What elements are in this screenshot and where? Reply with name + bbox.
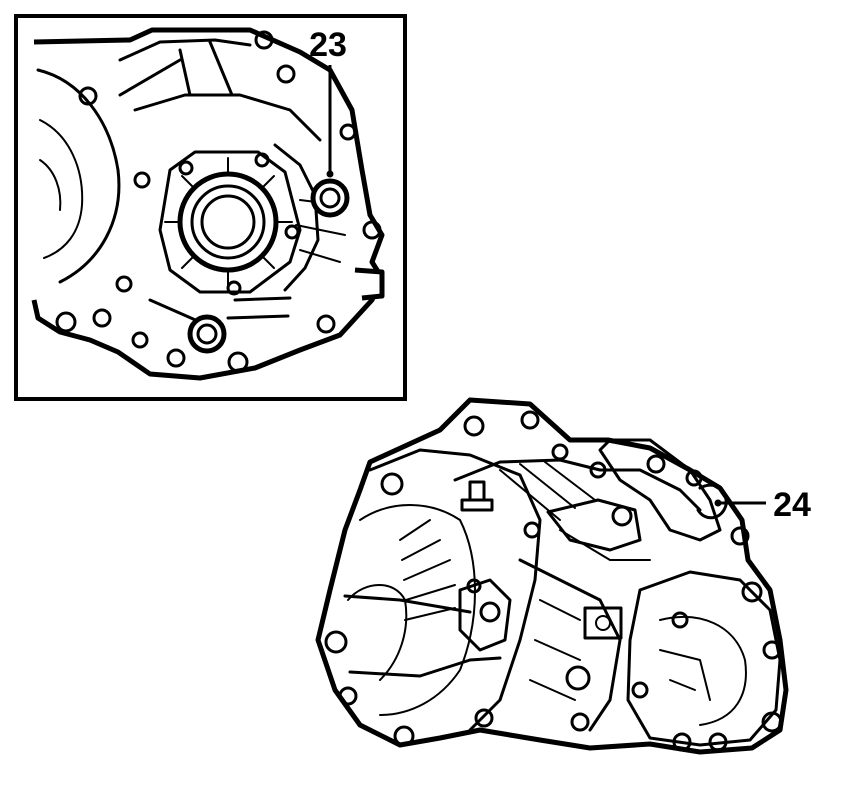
bolt-hole: [133, 171, 151, 189]
main-boss-upper: [546, 498, 642, 552]
bolt-hole: [671, 611, 689, 629]
bolt-hole: [474, 708, 494, 728]
bolt-hole: [730, 526, 750, 546]
plug-23-outer: [310, 178, 350, 218]
bolt-hole: [570, 712, 590, 732]
bolt-hole: [708, 732, 728, 752]
bolt-hole: [324, 630, 348, 654]
bolt-hole: [92, 308, 112, 328]
inset-bell-edge: [36, 68, 121, 284]
bolt-hole: [523, 521, 541, 539]
bolt-hole: [115, 275, 133, 293]
bolt-hole: [362, 220, 382, 240]
bolt-hole: [254, 30, 274, 50]
main-shift-pivot: [479, 601, 501, 623]
bolt-hole: [276, 64, 296, 84]
bolt-hole: [166, 348, 186, 368]
plug-23-inner: [319, 187, 341, 209]
main-shift-rail-2: [348, 656, 502, 678]
bolt-hole: [338, 686, 358, 706]
bolt-hole: [762, 640, 782, 660]
bolt-hole: [131, 331, 149, 349]
inset-bearing-star: [158, 150, 302, 294]
bolt-hole: [631, 681, 649, 699]
main-bolt-holes: [324, 410, 783, 752]
main-top-tower: [598, 438, 722, 542]
bolt-hole: [78, 86, 98, 106]
bolt-hole: [741, 581, 763, 603]
inset-lower-plug-inner: [196, 323, 218, 345]
main-lower-boss: [565, 665, 591, 691]
bolt-hole: [226, 280, 242, 296]
main-end-cover-inner: [659, 615, 747, 726]
bolt-hole: [380, 472, 404, 496]
bolt-hole: [646, 454, 666, 474]
transmission-main-view: 24: [315, 397, 811, 755]
bolt-hole: [551, 443, 569, 461]
bolt-hole: [178, 160, 194, 176]
inset-detail-panel: 23: [14, 14, 407, 401]
main-shift-rail-1: [343, 594, 472, 614]
main-mid-pad-hole: [595, 615, 611, 631]
bolt-hole: [672, 732, 692, 752]
bolt-hole: [761, 711, 783, 733]
inset-rib-1: [118, 38, 252, 62]
bolt-hole: [284, 224, 300, 240]
bolt-hole: [227, 351, 249, 373]
bolt-hole: [316, 314, 336, 334]
callout-23-dot: [326, 170, 334, 178]
inset-bell-inner2: [39, 159, 62, 211]
inset-bell-inner: [39, 119, 84, 259]
main-bell-rim: [368, 448, 542, 732]
main-case-top-edge: [453, 458, 702, 512]
bolt-hole: [589, 461, 607, 479]
main-case-lower-ribs: [529, 599, 581, 701]
inset-tab: [354, 267, 385, 301]
inset-bearing-bore: [200, 194, 256, 250]
bolt-hole: [254, 152, 270, 168]
inset-bearing-spokes: [164, 157, 293, 289]
main-end-cover-ribs: [659, 649, 711, 701]
callout-23-label: 23: [309, 26, 347, 64]
main-breather-fitting: [696, 483, 728, 520]
bolt-hole: [339, 123, 357, 141]
callout-24-dot: [714, 499, 722, 507]
inset-lower-plug-outer: [187, 314, 227, 354]
inset-bolt-holes: [55, 30, 382, 373]
inset-rib-5: [148, 296, 292, 324]
bolt-hole: [685, 469, 703, 487]
main-case-ribs: [499, 461, 651, 561]
main-shift-bracket: [458, 578, 512, 652]
bolt-hole: [466, 578, 482, 594]
main-bell-ribs: [399, 519, 456, 621]
callout-24-label: 24: [773, 486, 811, 524]
bolt-hole: [520, 410, 540, 430]
inset-rib-4: [273, 143, 320, 292]
bolt-hole: [55, 311, 77, 333]
main-sensor-stud: [460, 480, 494, 512]
bolt-hole: [393, 725, 415, 747]
inset-rib-3: [118, 40, 234, 97]
inset-bearing-ring: [190, 184, 266, 260]
main-boss-upper-hole: [611, 505, 633, 527]
main-mid-pad: [583, 606, 623, 640]
inset-rib-2: [133, 93, 322, 142]
bolt-hole: [463, 415, 485, 437]
